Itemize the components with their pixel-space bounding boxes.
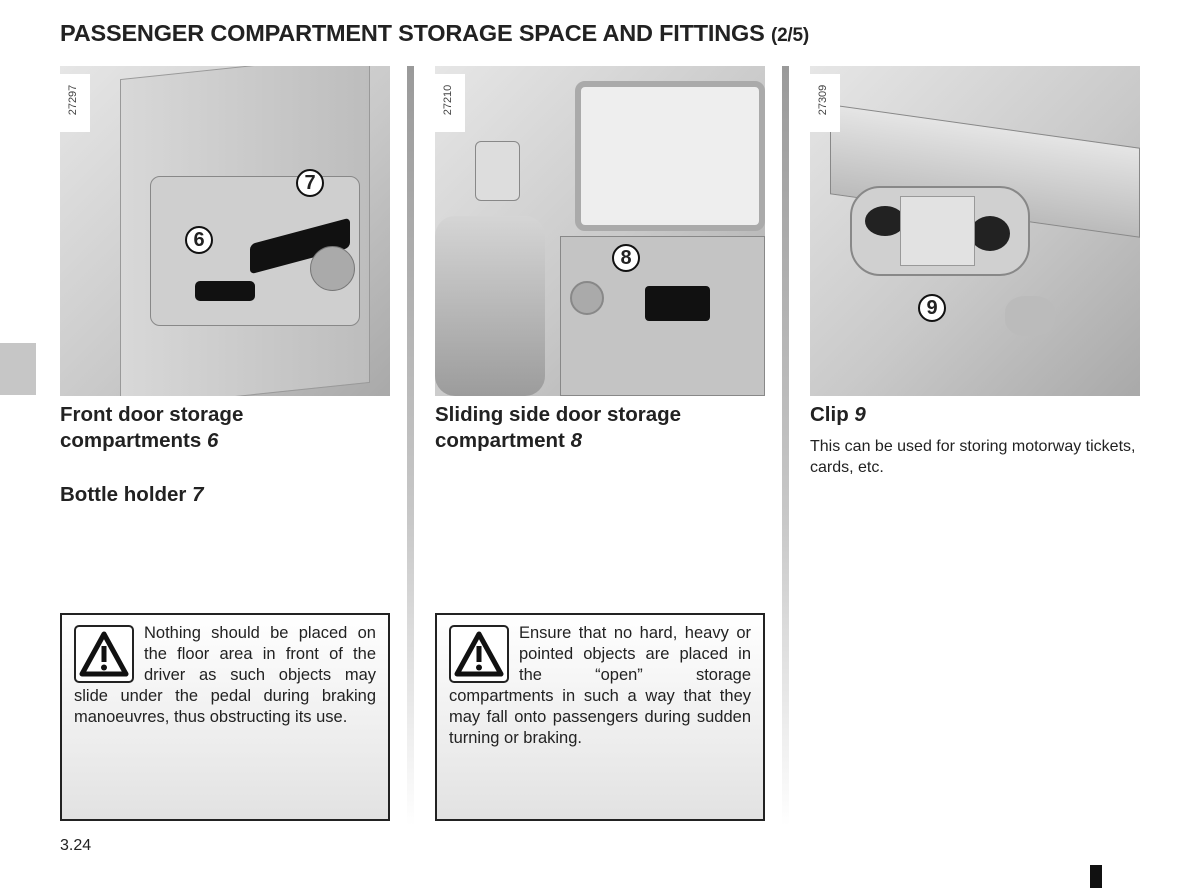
warning-text: Ensure that no hard, heavy or pointed ob… — [449, 624, 751, 747]
warning-icon — [449, 625, 509, 683]
section-tab — [0, 343, 36, 395]
heading-front-door-storage: Front door storage compartments 6 — [60, 403, 244, 452]
clip-description: This can be used for storing motorway ti… — [810, 438, 1136, 476]
figure-sliding-door: 27210 8 — [435, 66, 765, 396]
callout-6: 6 — [185, 226, 213, 254]
page-number: 3.24 — [60, 837, 92, 854]
page-title: PASSENGER COMPARTMENT STORAGE SPACE AND … — [60, 20, 810, 46]
figure-number: 27210 — [435, 74, 465, 132]
column-divider — [782, 66, 789, 826]
figure-clip: 27309 9 — [810, 66, 1140, 396]
warning-icon — [74, 625, 134, 683]
heading-sliding-door-storage: Sliding side door storage compartment 8 — [435, 403, 682, 452]
heading-bottle-holder: Bottle holder 7 — [60, 483, 204, 506]
callout-8: 8 — [612, 244, 640, 272]
heading-clip: Clip 9 — [810, 403, 866, 426]
figure-number: 27297 — [60, 74, 90, 132]
figure-front-door: 27297 7 6 — [60, 66, 390, 396]
warning-box: Ensure that no hard, heavy or pointed ob… — [435, 613, 765, 821]
callout-7: 7 — [296, 169, 324, 197]
warning-box: Nothing should be placed on the floor ar… — [60, 613, 390, 821]
section-end-mark — [1090, 865, 1102, 888]
warning-text: Nothing should be placed on the floor ar… — [74, 624, 376, 726]
callout-9: 9 — [918, 294, 946, 322]
figure-number: 27309 — [810, 74, 840, 132]
column-divider — [407, 66, 414, 826]
